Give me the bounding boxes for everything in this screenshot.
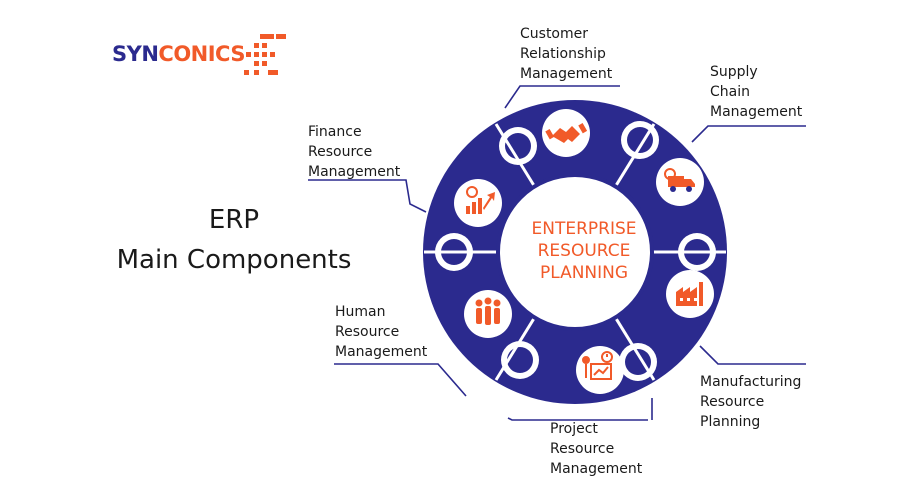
label-line: Relationship — [520, 46, 606, 62]
connector-hrm — [334, 363, 467, 397]
icon-hrm — [464, 290, 512, 338]
label-line: Project — [550, 421, 598, 437]
label-finance-resource-management: Finance Resource Management — [308, 122, 400, 182]
handshake-icon — [545, 123, 588, 143]
label-line: Resource — [550, 441, 615, 457]
label-line: Management — [550, 461, 643, 477]
label-line: Management — [308, 164, 401, 180]
logo-mark-icon — [244, 34, 286, 75]
label-project-resource-management: Project Resource Management — [550, 419, 642, 479]
icon-prj — [576, 346, 624, 394]
connector-frm — [308, 179, 427, 213]
icon-frm — [454, 179, 502, 227]
knob — [505, 133, 531, 159]
label-line: Chain — [710, 84, 750, 100]
label-customer-relationship-management: Customer Relationship Management — [520, 24, 612, 84]
label-line: Resource — [308, 144, 373, 160]
center-hub-border — [496, 173, 654, 331]
title-line-2: Main Components — [116, 245, 352, 275]
label-line: Management — [335, 344, 428, 360]
label-line: Supply — [710, 64, 758, 80]
knob — [507, 347, 533, 373]
label-line: Resource — [335, 324, 400, 340]
connector-mfg — [699, 345, 806, 365]
connector-crm — [504, 85, 620, 109]
label-line: Human — [335, 304, 386, 320]
connector-prj — [507, 417, 648, 421]
factory-icon — [676, 282, 703, 306]
center-line-3: PLANNING — [540, 263, 628, 283]
icon-mfg — [666, 270, 714, 318]
center-line-1: ENTERPRISE — [531, 219, 636, 239]
title-line-1: ERP — [208, 205, 260, 235]
logo-text-part2: CONICS — [158, 42, 245, 66]
icon-crm — [542, 109, 590, 157]
label-line: Customer — [520, 26, 589, 42]
center-line-2: RESOURCE — [538, 241, 631, 261]
label-human-resource-management: Human Resource Management — [335, 302, 427, 362]
label-line: Finance — [308, 124, 362, 140]
people-group-icon — [475, 297, 501, 325]
label-supply-chain-management: Supply Chain Management — [710, 62, 802, 122]
label-line: Planning — [700, 414, 761, 430]
logo-text-part1: SYN — [112, 42, 159, 66]
label-line: Management — [520, 66, 613, 82]
connector-lines — [308, 85, 806, 421]
label-line: Resource — [700, 394, 765, 410]
connector-scm — [691, 125, 806, 143]
label-line: Management — [710, 104, 803, 120]
delivery-truck-icon — [664, 168, 695, 192]
logo-wordmark: SYNCONICS — [112, 42, 245, 66]
label-line: Manufacturing — [700, 374, 802, 390]
label-manufacturing-resource-planning: Manufacturing Resource Planning — [700, 372, 801, 432]
diagram-title: ERP Main Components — [100, 200, 368, 280]
synconics-logo: SYNCONICS — [112, 32, 312, 82]
knob — [625, 349, 651, 375]
icon-scm — [656, 158, 704, 206]
finance-growth-icon — [466, 186, 495, 214]
presentation-board-icon — [582, 351, 613, 380]
